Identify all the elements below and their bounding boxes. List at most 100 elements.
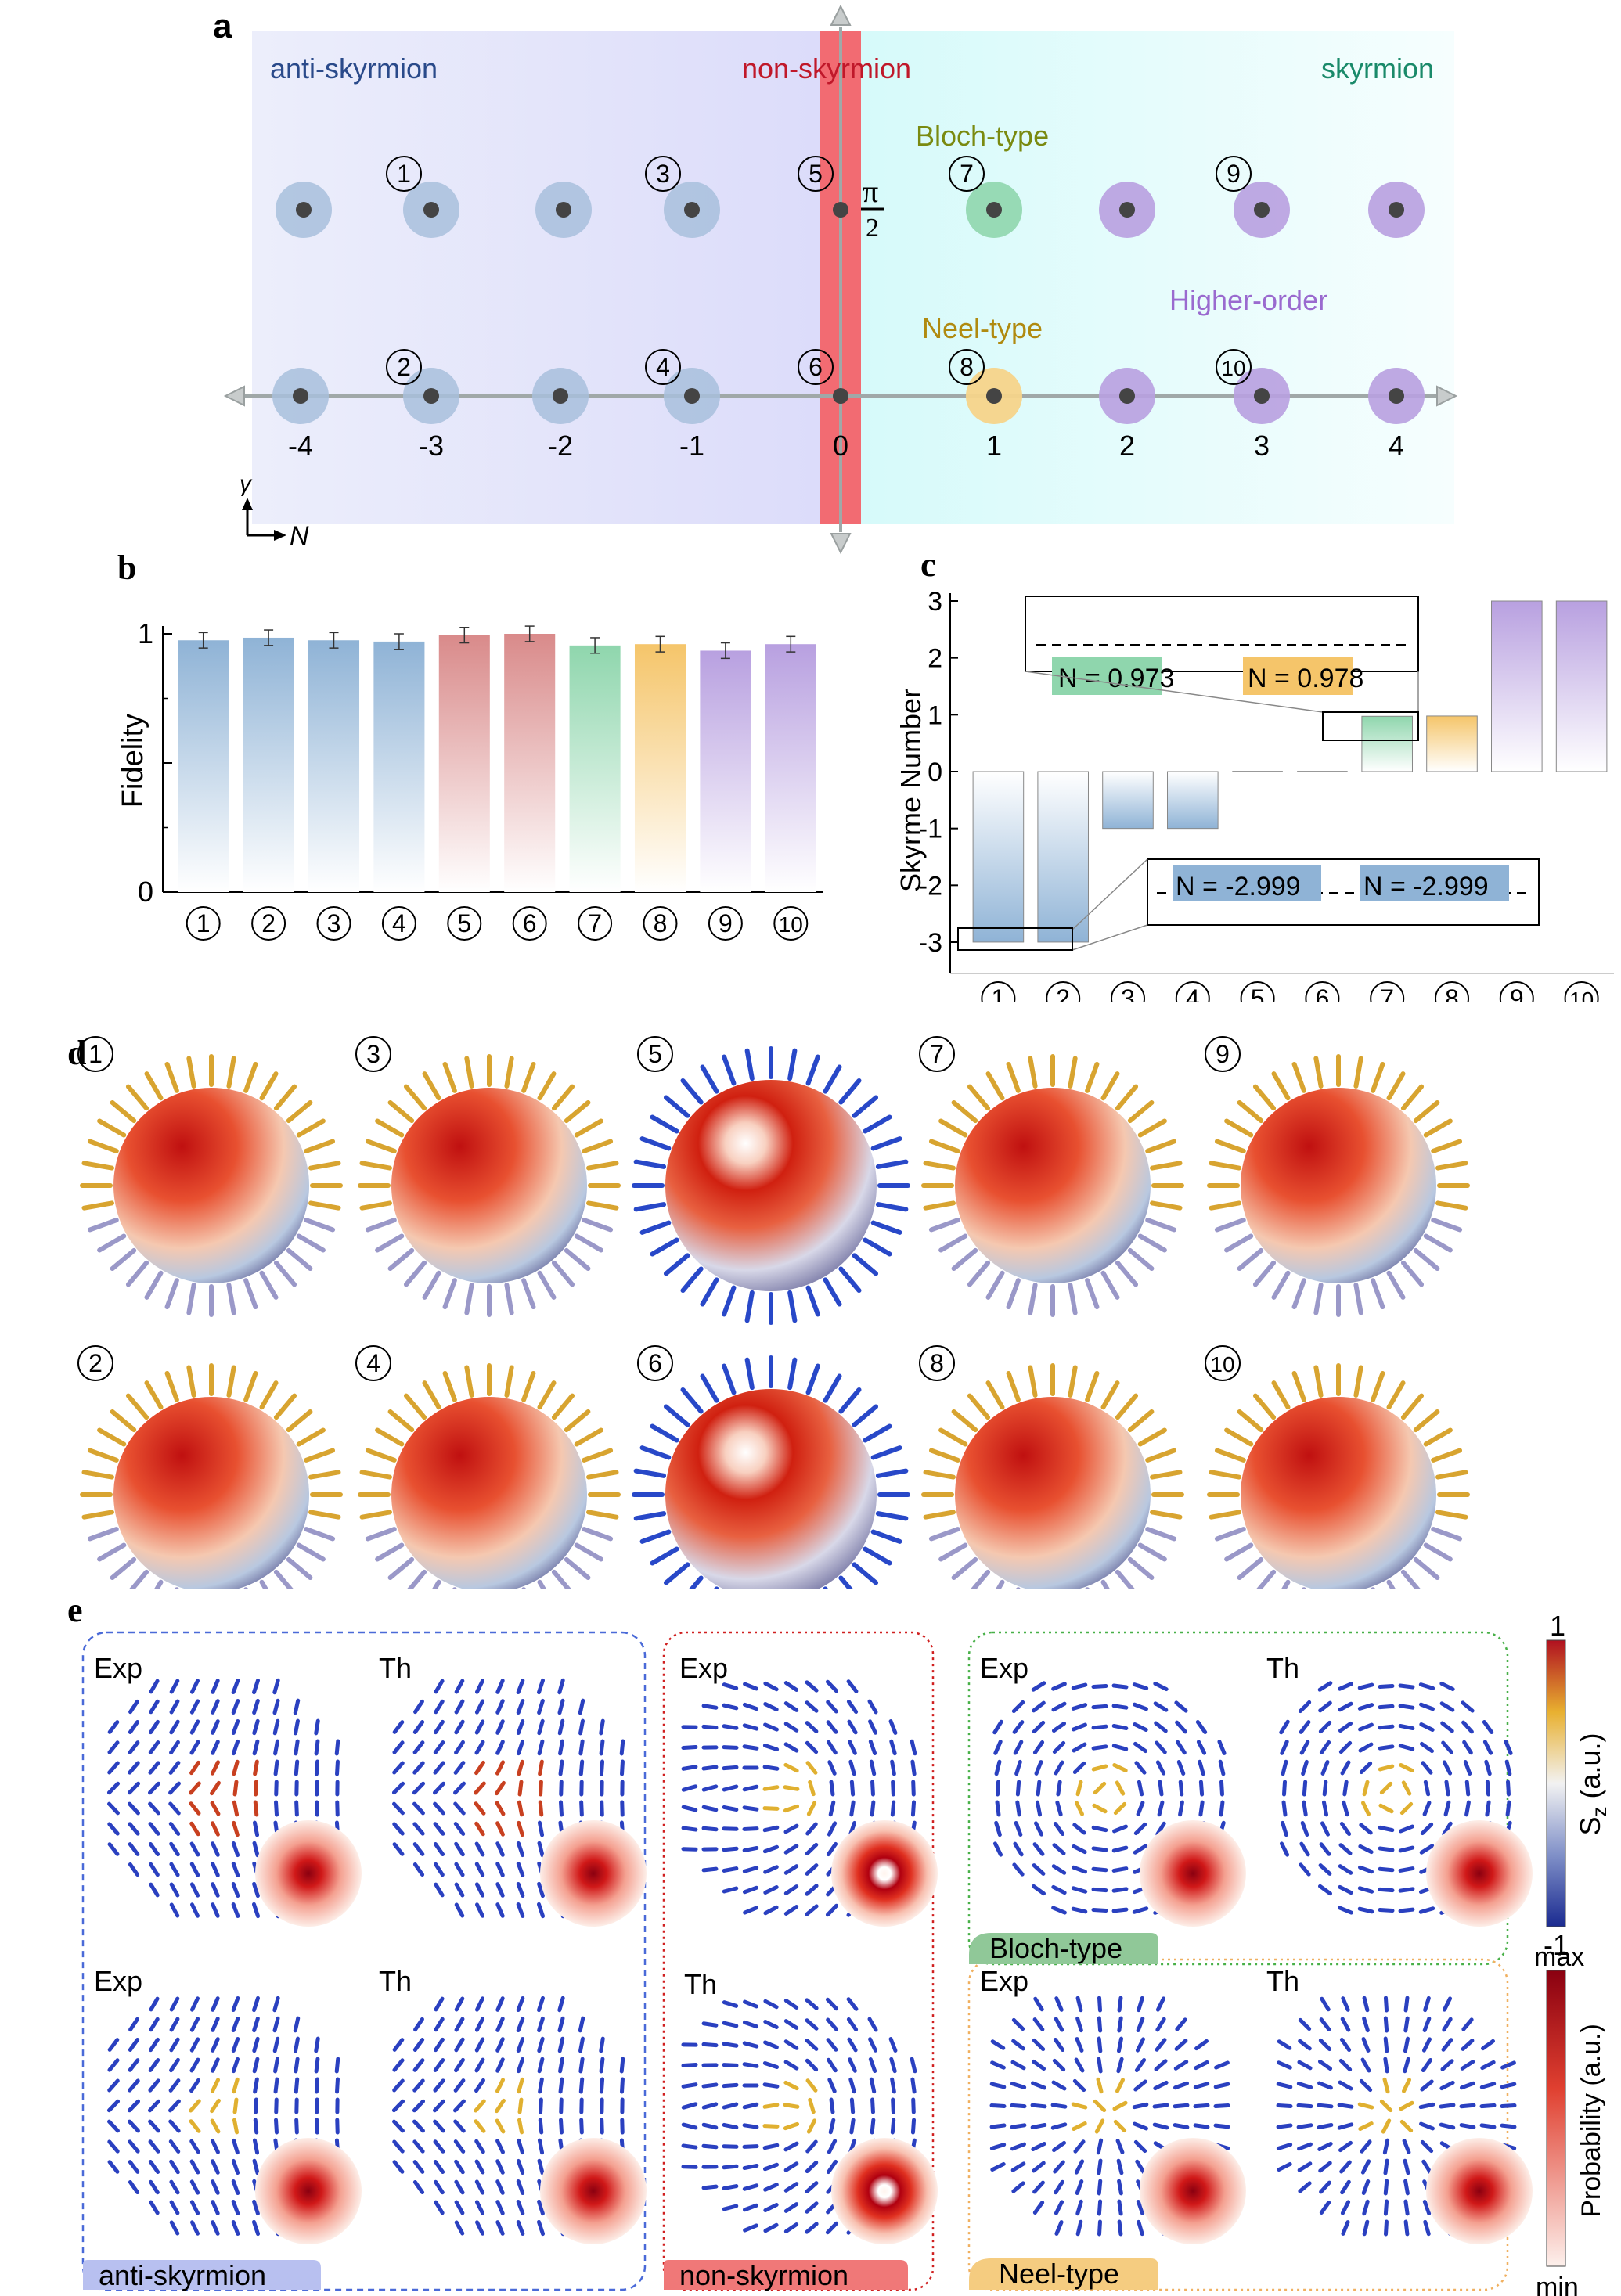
gamma-axis-arrow-bottom (830, 533, 852, 555)
probability-inset (1426, 1820, 1533, 1927)
exp-label: Exp (679, 1652, 728, 1684)
pi-numerator: π (863, 174, 878, 209)
category-label: 10 (1569, 988, 1594, 1002)
non-skyrmion-tag-text: non-skyrmion (679, 2259, 848, 2291)
vector-field-panel (1276, 1996, 1533, 2244)
fidelity-bar (373, 641, 425, 892)
anti-skyrmion-tag (83, 2260, 321, 2290)
x-tick: -2 (548, 430, 573, 462)
fidelity-bar (569, 645, 621, 892)
fidelity-bar (438, 635, 490, 892)
sz-colorbar-bottom: -1 (1544, 1929, 1569, 1961)
fidelity-bar (178, 640, 229, 892)
th-label: Th (379, 1652, 412, 1684)
sphere-surface (665, 1389, 877, 1589)
state-circles-top (276, 182, 1425, 238)
non-skyrmion-tag (664, 2260, 908, 2290)
category-label: 8 (654, 909, 668, 937)
state-number-markers: 1 2 3 4 5 6 7 8 9 10 (386, 156, 1252, 385)
spin-sphere: 7 (919, 1036, 1184, 1317)
vector-fields (106, 1678, 1533, 2244)
y-tick: -1 (919, 815, 942, 844)
fidelity-axis-label: Fidelity (117, 714, 149, 808)
spin-sphere: 5 (632, 1036, 910, 1325)
skyrme-bar (1167, 771, 1219, 830)
fidelity-bar (700, 650, 751, 892)
state-number: 8 (960, 353, 974, 381)
y-tick: 3 (928, 587, 942, 617)
probability-colorbar-bottom: min (1536, 2273, 1579, 2296)
x-tick: 0 (833, 430, 848, 462)
category-label: 6 (1316, 984, 1330, 1002)
th-label: Th (379, 1965, 412, 1997)
skyrme-bar (972, 771, 1025, 943)
x-tick-labels: -4 -3 -2 -1 0 1 2 3 4 (288, 430, 1404, 462)
vector-field-panel (681, 1997, 938, 2244)
category-label: 7 (1380, 984, 1394, 1002)
spin-sphere: 1 (77, 1036, 343, 1317)
sz-colorbar (1546, 1639, 1566, 1927)
spin-sphere: 4 (355, 1345, 621, 1589)
fidelity-bar (634, 644, 686, 892)
state-number: 2 (88, 1349, 103, 1377)
vector-field-panel (681, 1679, 938, 1927)
sphere-surface (955, 1397, 1151, 1589)
state-number: 6 (648, 1349, 662, 1377)
x-tick: -3 (419, 430, 444, 462)
fidelity-bars (178, 625, 816, 892)
exp-label: Exp (980, 1652, 1028, 1684)
skyrmion-label: skyrmion (1321, 52, 1434, 85)
state-circles-bottom (272, 368, 1425, 424)
anti-skyrmion-label: anti-skyrmion (270, 52, 438, 85)
state-number: 4 (366, 1349, 380, 1377)
zoom-inset-positive: N = 0.973 N = 0.978 (1025, 596, 1419, 741)
category-label: 5 (1251, 984, 1265, 1002)
probability-inset (540, 2138, 647, 2244)
non-skyrmion-label: non-skyrmion (742, 52, 911, 85)
category-label: 4 (1186, 984, 1200, 1002)
exp-label: Exp (94, 1652, 142, 1684)
spin-sphere: 8 (919, 1345, 1184, 1589)
vector-field-panel (1279, 1681, 1533, 1927)
sphere-surface (665, 1080, 877, 1291)
probability-colorbar-top: max (1534, 1942, 1584, 1972)
skyrme-bar (1037, 771, 1089, 943)
x-tick: 2 (1119, 430, 1135, 462)
y-tick: 2 (928, 644, 942, 674)
anti-skyrmion-box (81, 1631, 647, 2291)
zoom-inset-negative: N = -2.999 N = -2.999 (957, 858, 1540, 951)
category-label: 7 (588, 909, 602, 937)
state-number: 3 (366, 1040, 380, 1068)
spin-sphere: 10 (1205, 1345, 1470, 1589)
sz-colorbar-label: Sz (a.u.) (1574, 1733, 1611, 1835)
state-number: 1 (88, 1040, 103, 1068)
sky-region (859, 31, 1454, 524)
anti-skyrmion-tag-text: anti-skyrmion (99, 2259, 266, 2291)
state-number: 2 (397, 353, 411, 381)
probability-inset (831, 1820, 938, 1927)
state-number: 7 (960, 160, 974, 188)
type-tags: anti-skyrmion non-skyrmion Bloch-type Ne… (83, 1932, 1158, 2291)
spin-sphere: 3 (355, 1036, 621, 1317)
y-tick-1: 1 (138, 617, 153, 650)
label-n-0978 (1243, 657, 1353, 695)
exp-label: Exp (980, 1965, 1028, 1997)
vector-field-panel (106, 1996, 362, 2244)
probability-colorbar (1546, 1970, 1566, 2267)
vector-field-panel (391, 1996, 647, 2244)
panel-label-c: c (920, 545, 936, 584)
y-tick: -3 (919, 928, 942, 958)
state-number: 4 (656, 353, 670, 381)
probability-inset (1140, 2138, 1246, 2244)
state-number: 5 (809, 160, 823, 188)
anti-region (252, 31, 823, 524)
sphere-surface (1241, 1397, 1436, 1589)
x-tick: -1 (679, 430, 704, 462)
y-tick: -2 (919, 871, 942, 901)
state-number: 10 (1210, 1352, 1234, 1377)
x-tick: 4 (1389, 430, 1404, 462)
state-number: 9 (1227, 160, 1241, 188)
sphere-surface (1241, 1088, 1436, 1283)
category-label: 9 (1510, 984, 1524, 1002)
